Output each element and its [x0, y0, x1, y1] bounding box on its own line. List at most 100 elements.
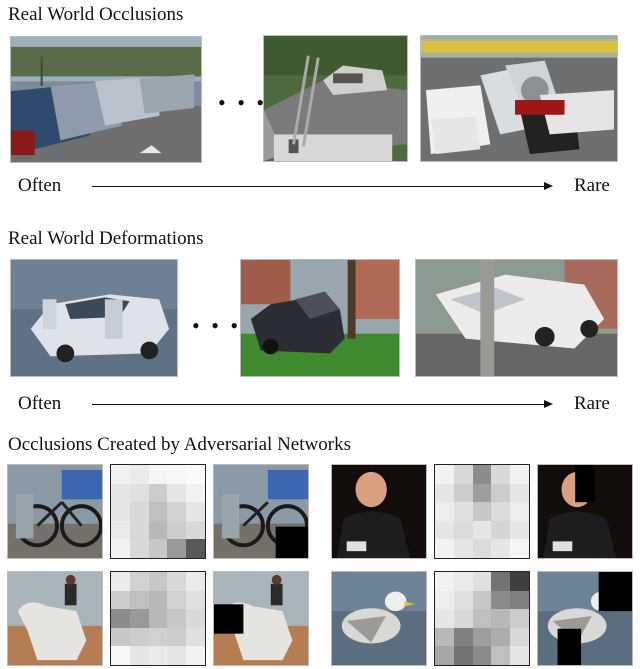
car-on-pole-photo: [415, 259, 618, 377]
heatmap-cell: [129, 465, 149, 484]
occlusions-title: Real World Occlusions: [8, 4, 184, 25]
bike-photo: [7, 464, 103, 559]
heatmap-cell: [510, 627, 529, 647]
heatmap-cell: [472, 502, 492, 521]
heatmap-cell: [453, 483, 473, 503]
heatmap-cell: [167, 627, 187, 647]
heatmap-cell: [491, 627, 511, 647]
heatmap-cell: [111, 465, 130, 484]
heatmap-cell: [453, 590, 473, 610]
heatmap-cell: [491, 590, 511, 610]
adversarial-title: Occlusions Created by Adversarial Networ…: [8, 434, 351, 455]
frequency-arrow-occlusions: [92, 186, 544, 187]
man-photo: [331, 464, 427, 559]
heatmap-cell: [148, 502, 168, 521]
heatmap-cell: [510, 590, 529, 610]
heatmap-cell: [111, 483, 130, 503]
heatmap-cell: [148, 483, 168, 503]
horse-rider-photo: [7, 571, 103, 666]
heatmap-cell: [435, 572, 454, 591]
heatmap-cell: [435, 520, 454, 540]
heatmap-cell: [453, 609, 473, 628]
heatmap-cell: [129, 627, 149, 647]
heatmap-cell: [453, 502, 473, 521]
heatmap-cell: [435, 465, 454, 484]
heatmap-cell: [148, 609, 168, 628]
heatmap-cell: [472, 483, 492, 503]
heatmap-cell: [435, 627, 454, 647]
car-doors-open-photo: [10, 259, 178, 377]
rare-label-occlusions: Rare: [574, 175, 610, 196]
man-occluded-photo: [537, 464, 633, 559]
bike-occluded-photo: [213, 464, 309, 559]
flipped-cars-photo: [420, 35, 618, 162]
heatmap-cell: [510, 520, 529, 540]
heatmap-cell: [186, 539, 205, 558]
deformations-title: Real World Deformations: [8, 228, 204, 249]
heatmap-cell: [186, 609, 205, 628]
heatmap-cell: [148, 590, 168, 610]
heatmap-cell: [111, 609, 130, 628]
arrow-head-deformations: [544, 400, 553, 408]
horse-occlusion-heatmap: [110, 571, 206, 666]
horse-occluded-photo: [213, 571, 309, 666]
heatmap-cell: [435, 646, 454, 665]
heatmap-cell: [510, 539, 529, 558]
arrow-head-occlusions: [544, 182, 553, 190]
heatmap-cell: [472, 572, 492, 591]
heatmap-cell: [129, 646, 149, 665]
seagull-photo: [331, 571, 427, 666]
heatmap-cell: [186, 572, 205, 591]
heatmap-cell: [111, 590, 130, 610]
heatmap-cell: [472, 627, 492, 647]
heatmap-cell: [129, 590, 149, 610]
heatmap-cell: [453, 520, 473, 540]
heatmap-cell: [472, 465, 492, 484]
heatmap-cell: [453, 572, 473, 591]
heatmap-cell: [111, 502, 130, 521]
ellipsis-occlusions: • • •: [218, 90, 268, 115]
heatmap-cell: [186, 646, 205, 665]
heatmap-cell: [435, 609, 454, 628]
heatmap-cell: [129, 483, 149, 503]
heatmap-cell: [167, 483, 187, 503]
heatmap-cell: [167, 520, 187, 540]
heatmap-cell: [491, 483, 511, 503]
heatmap-cell: [111, 646, 130, 665]
heatmap-cell: [472, 609, 492, 628]
bike-occlusion-heatmap: [110, 464, 206, 559]
heatmap-cell: [167, 609, 187, 628]
heatmap-cell: [167, 502, 187, 521]
ellipsis-deformations: • • •: [192, 313, 242, 338]
heatmap-cell: [472, 539, 492, 558]
seagull-occlusion-heatmap: [434, 571, 530, 666]
heatmap-cell: [510, 646, 529, 665]
heatmap-cell: [148, 646, 168, 665]
heatmap-cell: [491, 572, 511, 591]
heatmap-cell: [491, 502, 511, 521]
heatmap-cell: [491, 465, 511, 484]
heatmap-cell: [129, 502, 149, 521]
heatmap-cell: [453, 465, 473, 484]
often-label-deformations: Often: [18, 393, 62, 414]
frequency-arrow-deformations: [92, 404, 544, 405]
heatmap-cell: [491, 646, 511, 665]
heatmap-cell: [148, 627, 168, 647]
heatmap-cell: [472, 590, 492, 610]
heatmap-cell: [453, 627, 473, 647]
heatmap-cell: [453, 646, 473, 665]
heatmap-cell: [186, 627, 205, 647]
heatmap-cell: [186, 590, 205, 610]
car-on-roof-photo: [263, 35, 408, 162]
heatmap-cell: [510, 609, 529, 628]
heatmap-cell: [167, 646, 187, 665]
heatmap-cell: [510, 465, 529, 484]
heatmap-cell: [111, 627, 130, 647]
rare-label-deformations: Rare: [574, 393, 610, 414]
heatmap-cell: [167, 465, 187, 484]
heatmap-cell: [148, 539, 168, 558]
heatmap-cell: [167, 590, 187, 610]
heatmap-cell: [435, 539, 454, 558]
heatmap-cell: [167, 572, 187, 591]
heatmap-cell: [148, 572, 168, 591]
